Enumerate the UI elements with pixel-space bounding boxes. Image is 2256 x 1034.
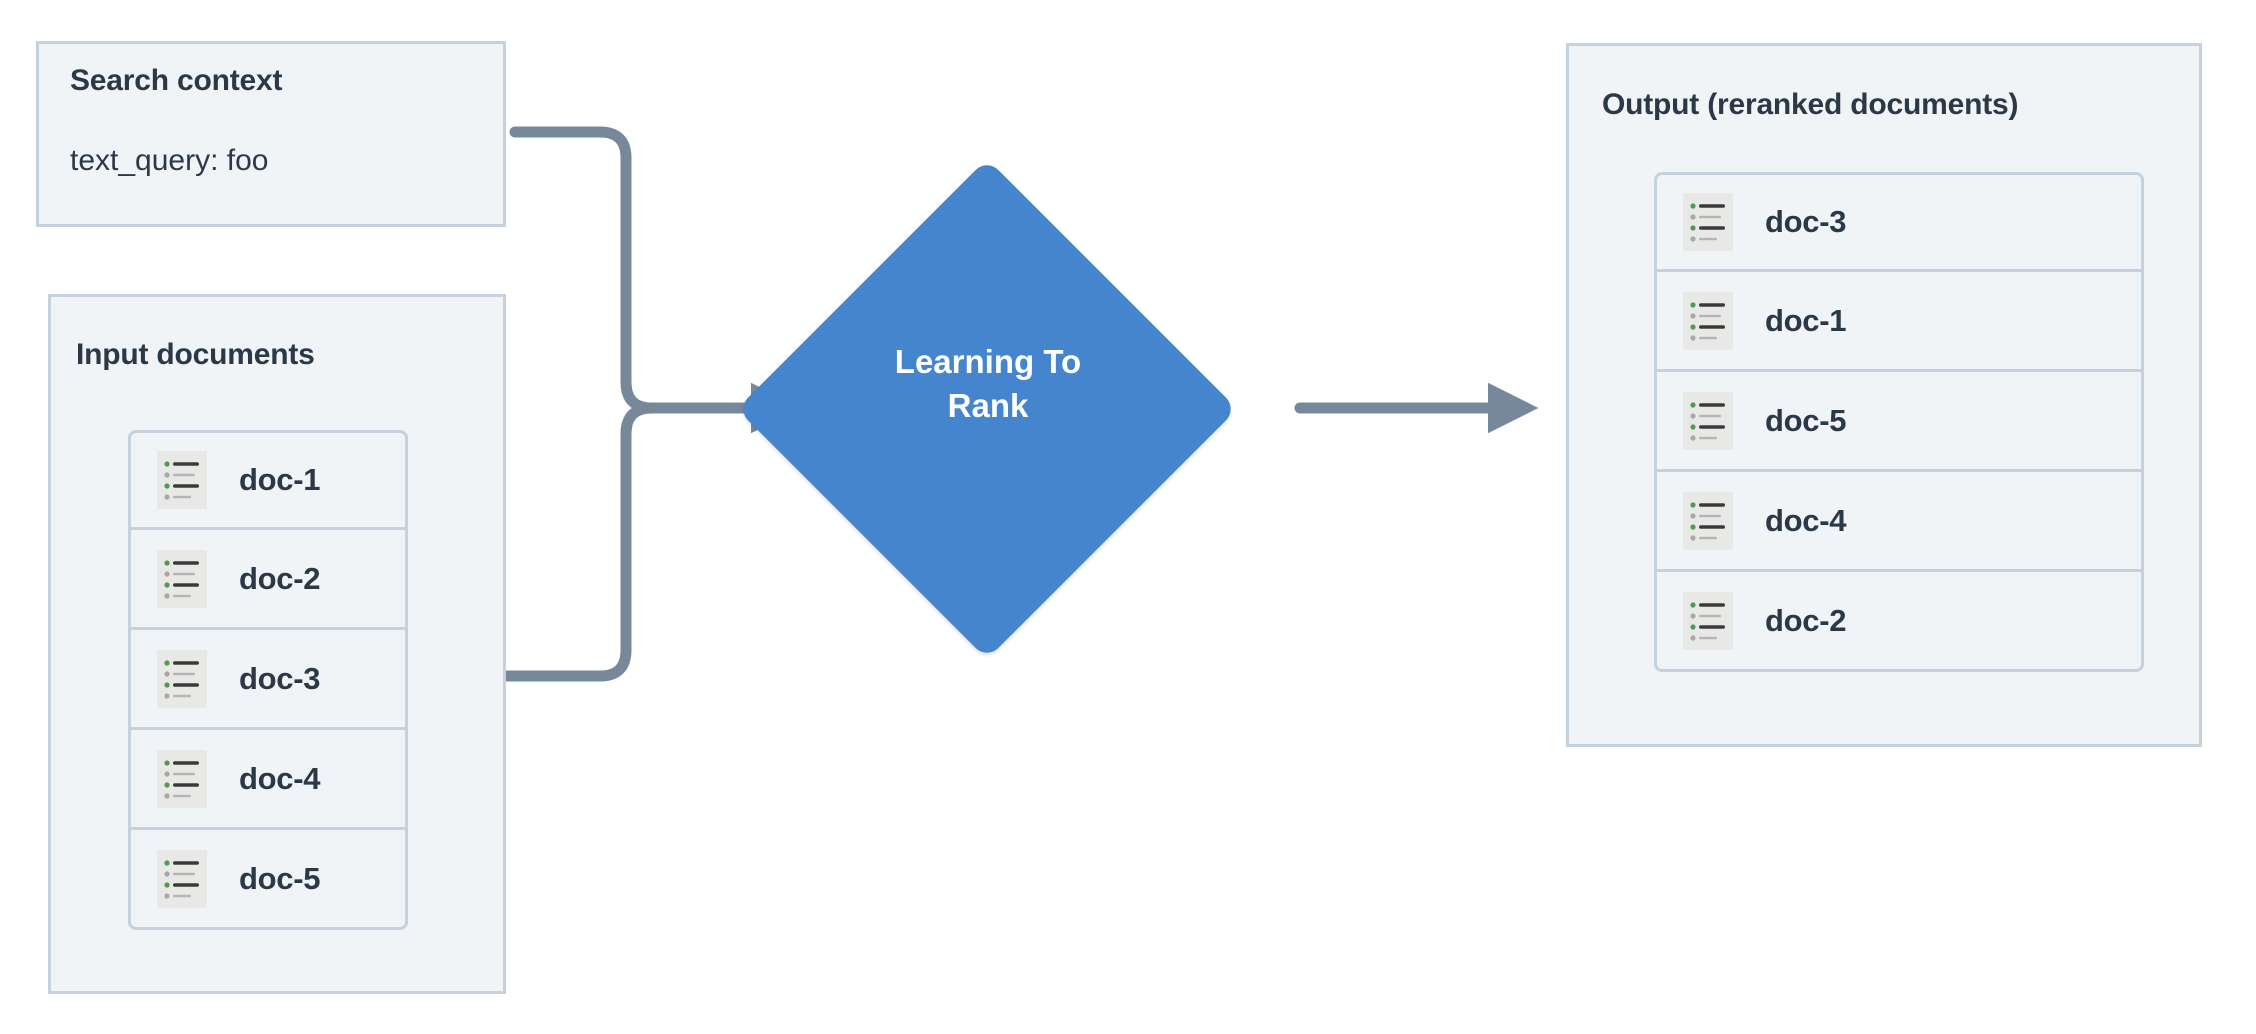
document-list-icon [1683,491,1733,550]
connector-input-documents-to-ltr [500,402,781,682]
input-doc-label: doc-4 [239,760,321,796]
input-doc-label: doc-1 [239,462,321,497]
list-item[interactable]: doc-3 [128,630,408,730]
list-item[interactable]: doc-4 [128,730,408,830]
document-list-icon [157,849,207,908]
list-item[interactable]: doc-5 [1654,372,2144,472]
document-list-icon [157,549,207,608]
list-item[interactable]: doc-2 [1654,572,2144,672]
document-list-icon [1683,291,1733,350]
input-documents-list: doc-1 doc-2 doc-3 doc-4 doc-5 [128,430,408,930]
list-item[interactable]: doc-3 [1654,172,2144,272]
document-list-icon [1683,193,1733,251]
search-context-panel [36,41,506,227]
list-item[interactable]: doc-1 [128,430,408,530]
document-list-icon [1683,591,1733,650]
connector-search-context-to-ltr [509,126,802,434]
document-list-icon [1683,391,1733,450]
output-doc-label: doc-3 [1765,204,1847,239]
document-list-icon [157,649,207,708]
document-list-icon [157,749,207,808]
input-doc-label: doc-3 [239,660,321,696]
output-panel-title: Output (reranked documents) [1602,88,2019,121]
list-item[interactable]: doc-5 [128,830,408,930]
search-context-title: Search context [70,64,283,97]
list-item[interactable]: doc-1 [1654,272,2144,372]
output-documents-list: doc-3 doc-1 doc-5 doc-4 doc-2 [1654,172,2144,672]
input-doc-label: doc-5 [239,860,321,896]
list-item[interactable]: doc-2 [128,530,408,630]
output-doc-label: doc-4 [1765,502,1847,538]
search-context-query-text: text_query: foo [70,144,269,177]
list-item[interactable]: doc-4 [1654,472,2144,572]
output-doc-label: doc-1 [1765,302,1847,338]
learning-to-rank-node[interactable] [736,158,1238,660]
input-doc-label: doc-2 [239,560,321,596]
input-documents-title: Input documents [76,338,315,371]
output-doc-label: doc-2 [1765,602,1847,638]
output-doc-label: doc-5 [1765,402,1847,438]
document-list-icon [157,451,207,509]
